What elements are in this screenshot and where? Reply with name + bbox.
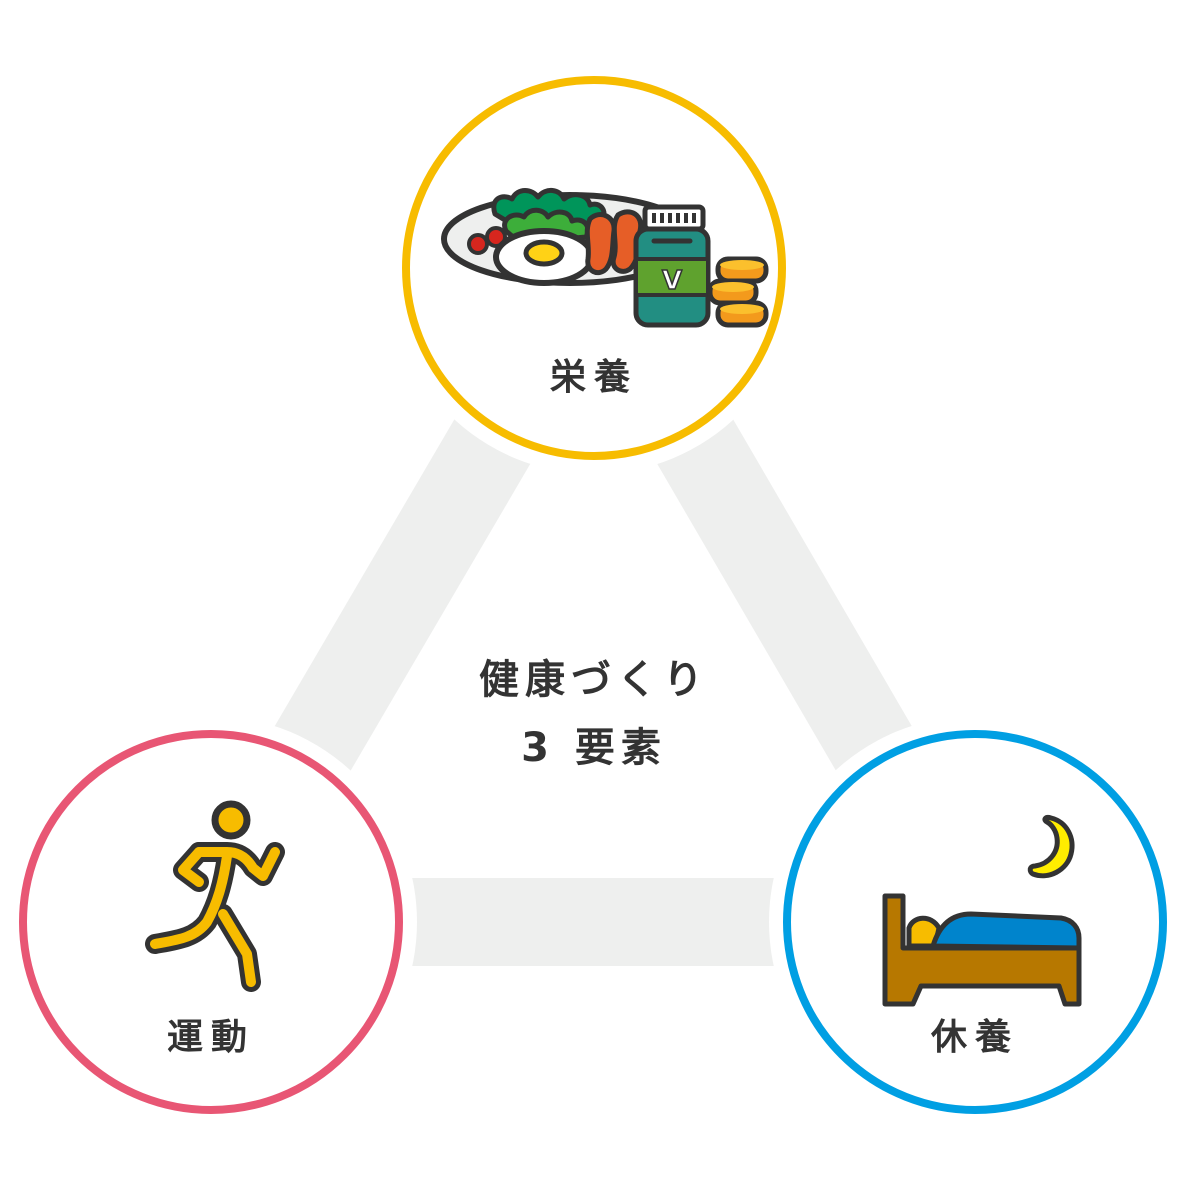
svg-text:V: V — [662, 266, 682, 296]
node-label-exercise: 運動 — [166, 1017, 255, 1058]
center-title: 健康づくり 3 要素 — [394, 646, 794, 782]
running-person-icon — [145, 800, 285, 992]
node-nutrition: V 栄養 — [402, 76, 786, 460]
center-title-line1: 健康づくり — [479, 657, 709, 703]
node-label-rest: 休養 — [930, 1017, 1019, 1058]
node-exercise: 運動 — [19, 730, 403, 1114]
moon-icon — [1027, 815, 1075, 879]
meal-and-vitamins-icon: V — [441, 188, 769, 328]
node-rest: 休養 — [783, 730, 1167, 1114]
center-title-line2: 3 要素 — [521, 725, 667, 771]
node-label-nutrition: 栄養 — [549, 357, 638, 398]
bed-and-moon-icon — [882, 815, 1082, 1007]
